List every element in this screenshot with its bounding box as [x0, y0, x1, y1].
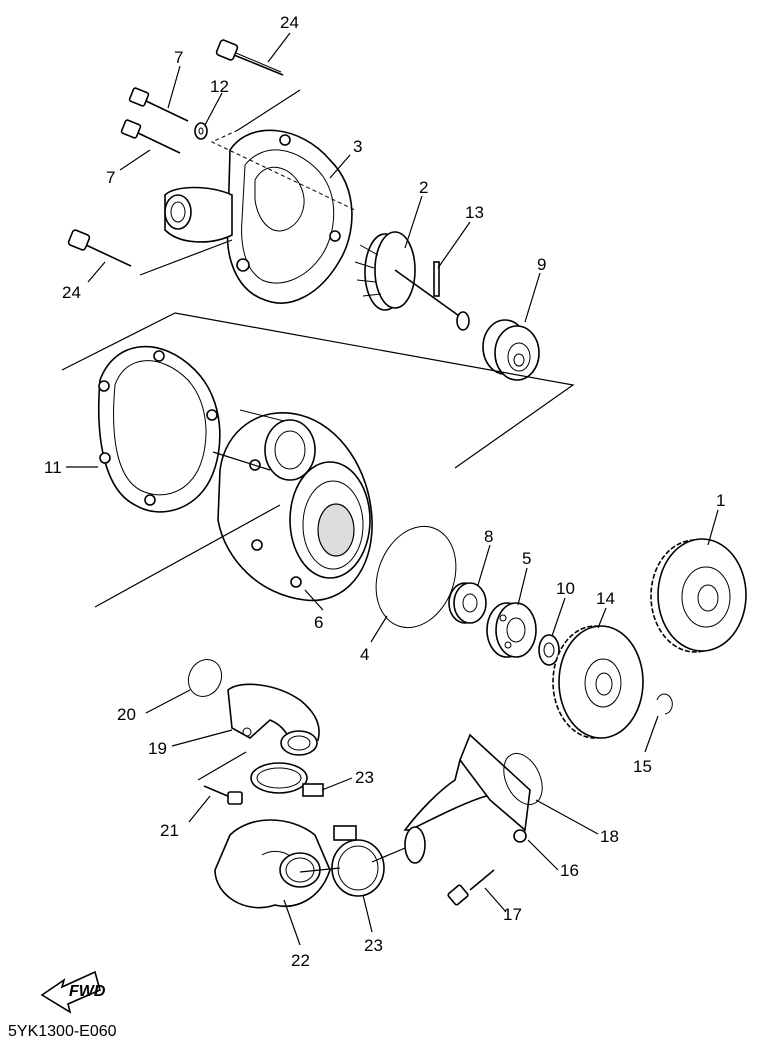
callout-24-top: 24	[280, 13, 299, 32]
callout-2: 2	[419, 178, 428, 197]
washer-12	[194, 122, 208, 140]
callout-23-upper: 23	[355, 768, 374, 787]
pump-housing-6	[217, 409, 373, 602]
callout-12: 12	[210, 77, 229, 96]
bolt-7-upper	[128, 87, 189, 122]
leader-lines	[66, 32, 719, 946]
callout-21: 21	[160, 821, 179, 840]
gasket-11	[97, 345, 221, 513]
impeller-2	[354, 231, 470, 331]
o-ring-20	[187, 659, 223, 697]
bolt-21	[203, 785, 243, 805]
callout-6: 6	[314, 613, 323, 632]
callout-7-lower: 7	[106, 168, 115, 187]
callouts: 24 7 12 7 3 2 13 9 24 11 1 8 5 10 14 6 4…	[44, 13, 725, 970]
callout-9: 9	[537, 255, 546, 274]
callout-24-left: 24	[62, 283, 81, 302]
circlip-15	[656, 693, 673, 715]
callout-13: 13	[465, 203, 484, 222]
callout-16: 16	[560, 861, 579, 880]
pin-13	[433, 261, 440, 297]
callout-3: 3	[353, 137, 362, 156]
callout-4: 4	[360, 645, 369, 664]
callout-19: 19	[148, 739, 167, 758]
callout-23-lower: 23	[364, 936, 383, 955]
o-ring-18	[503, 752, 543, 806]
callout-18: 18	[600, 827, 619, 846]
bolt-17	[447, 869, 495, 906]
fwd-arrow-icon: FWD	[40, 970, 106, 1014]
callout-1: 1	[716, 491, 725, 510]
callout-20: 20	[117, 705, 136, 724]
pipe-19	[227, 683, 320, 756]
callout-8: 8	[484, 527, 493, 546]
bearing-5	[486, 602, 537, 658]
callout-5: 5	[522, 549, 531, 568]
pipe-16	[403, 733, 531, 864]
bolt-24-top	[215, 39, 284, 76]
callout-22: 22	[291, 951, 310, 970]
bolt-7-lower	[120, 119, 181, 154]
clamp-23-upper	[250, 762, 324, 797]
gear-1	[650, 538, 747, 653]
callout-15: 15	[633, 757, 652, 776]
fwd-label: FWD	[69, 983, 106, 1000]
gear-14	[552, 625, 644, 739]
callout-14: 14	[596, 589, 615, 608]
callout-7-upper: 7	[174, 48, 183, 67]
drawing-code: 5YK1300-E060	[8, 1023, 117, 1040]
o-ring-4	[375, 525, 457, 629]
hose-22	[214, 819, 331, 909]
callout-10: 10	[556, 579, 575, 598]
seal-9	[482, 319, 540, 381]
clamp-23-lower	[331, 825, 385, 897]
bearing-8	[448, 582, 487, 624]
callout-11: 11	[44, 458, 62, 477]
pump-cover-3	[164, 129, 353, 304]
callout-17: 17	[503, 905, 522, 924]
washer-10	[538, 634, 560, 666]
bolt-24-left	[67, 229, 132, 267]
